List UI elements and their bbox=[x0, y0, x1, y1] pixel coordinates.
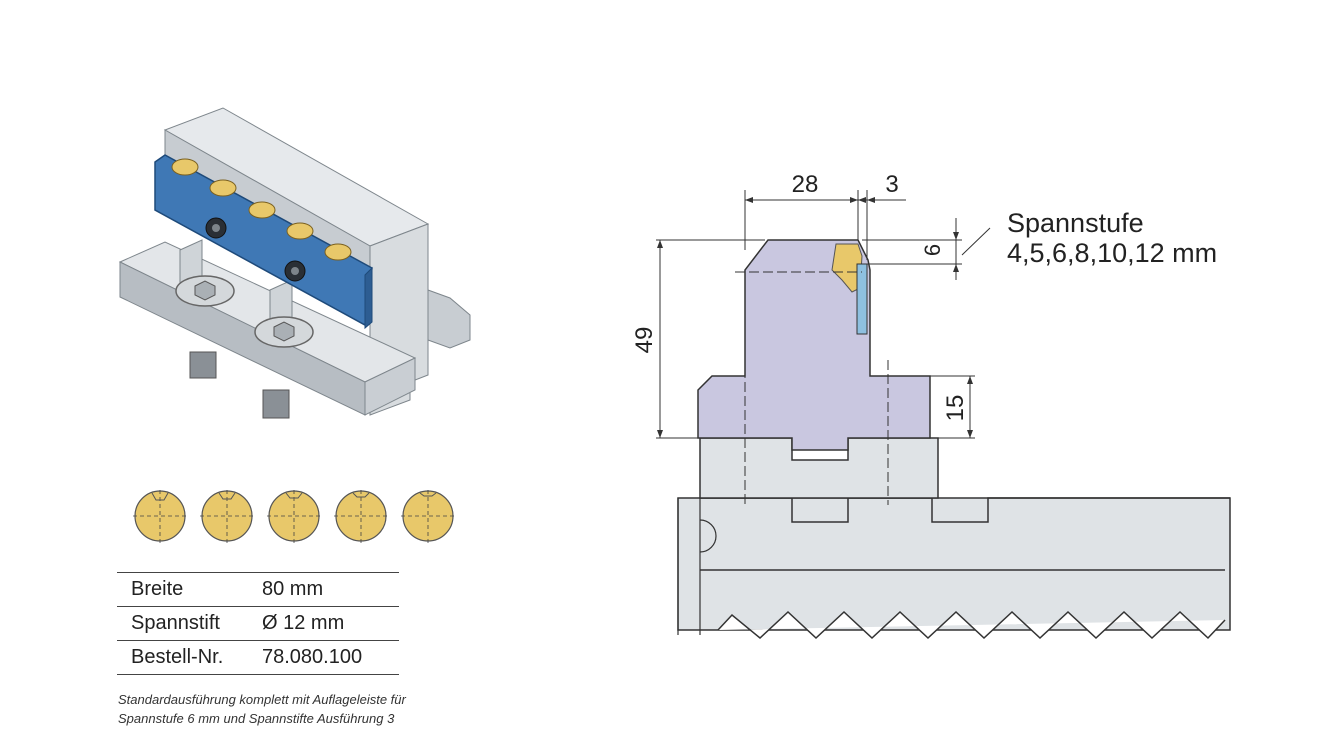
dim-step: 3 bbox=[885, 171, 898, 198]
clamp-step-sizes: 4,5,6,8,10,12 mm bbox=[1007, 238, 1217, 268]
spec-label: Spannstift bbox=[117, 606, 262, 641]
dim-clamp-step: 6 bbox=[920, 244, 945, 256]
support-bar bbox=[856, 263, 868, 335]
footnote: Standardausführung komplett mit Auflagel… bbox=[118, 690, 418, 728]
dim-base: 15 bbox=[942, 395, 969, 422]
pin-cross-sections bbox=[133, 490, 455, 543]
spec-row-pin: Spannstift Ø 12 mm bbox=[117, 606, 399, 641]
rail-body bbox=[677, 497, 1231, 640]
dim-height: 49 bbox=[631, 327, 658, 354]
dim-width: 28 bbox=[792, 171, 819, 198]
spec-table: Breite 80 mm Spannstift Ø 12 mm Bestell-… bbox=[117, 572, 399, 675]
spec-label: Bestell-Nr. bbox=[117, 640, 262, 675]
spec-value: Ø 12 mm bbox=[262, 606, 399, 641]
jaw-3d-illustration bbox=[118, 107, 471, 419]
spec-row-width: Breite 80 mm bbox=[117, 572, 399, 607]
spec-label: Breite bbox=[117, 572, 262, 607]
spec-value: 78.080.100 bbox=[262, 640, 399, 675]
spec-row-order-number: Bestell-Nr. 78.080.100 bbox=[117, 640, 399, 675]
clamp-step-label: Spannstufe bbox=[1007, 208, 1144, 238]
spec-value: 80 mm bbox=[262, 572, 399, 607]
footnote-line-1: Standardausführung komplett mit Auflagel… bbox=[118, 692, 406, 707]
footnote-line-2: Spannstufe 6 mm und Spannstifte Ausführu… bbox=[118, 711, 395, 726]
clamping-jaw bbox=[697, 239, 931, 451]
jaw-section-drawing: 28 3 49 15 6 Spannstufe 4,5,6,8,10,12 mm bbox=[631, 171, 1231, 640]
pin-row-3d bbox=[171, 158, 352, 261]
